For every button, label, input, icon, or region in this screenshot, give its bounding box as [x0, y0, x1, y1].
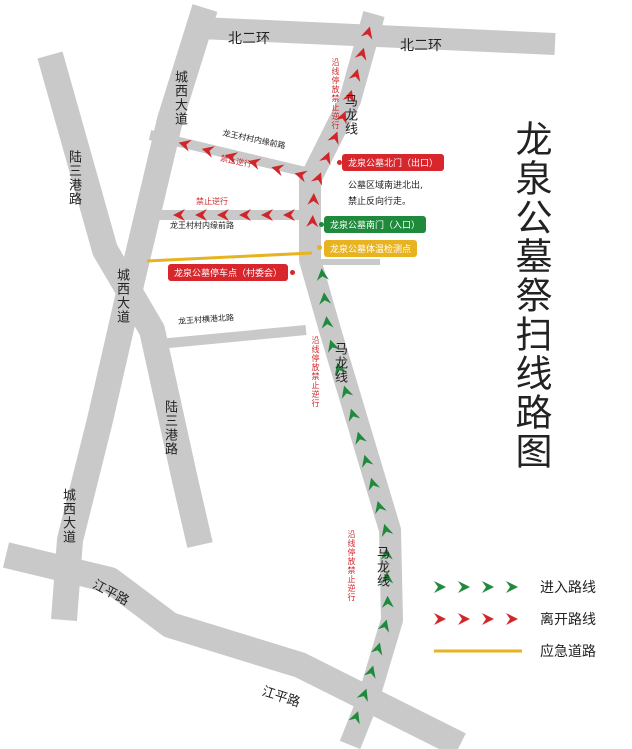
marker-checkpoint	[317, 245, 322, 250]
road-label-malong-mid: 马龙线	[332, 342, 347, 384]
enter-route-arrow	[348, 408, 361, 422]
leave-route-arrow	[294, 170, 308, 183]
map-title: 龙泉公墓祭扫线路图	[509, 120, 552, 471]
road-longwang-hengang	[147, 325, 307, 350]
enter-route-arrow	[381, 595, 394, 608]
marker-north-gate	[337, 160, 342, 165]
road-label-chengxi-bottom: 城西大道	[60, 488, 75, 544]
enter-route-arrow	[334, 362, 347, 376]
rule-text-1: 公墓区域南进北出,	[348, 181, 423, 191]
enter-route-arrow	[319, 292, 332, 305]
road-label-longwang-inner: 龙王村村内缘前路	[170, 221, 234, 230]
legend-leave-label: 离开路线	[540, 612, 596, 628]
enter-route-arrow	[341, 385, 354, 399]
enter-route-arrow	[381, 571, 394, 584]
road-label-beierhuan-left: 北二环	[228, 31, 270, 47]
legend-enter-label: 进入路线	[540, 580, 596, 596]
road-label-malong-bottom: 马龙线	[374, 546, 389, 588]
legend-emergency-line	[434, 649, 522, 653]
leave-route-arrow	[335, 111, 347, 125]
notice-no-parking-top: 沿线停放禁止逆行	[331, 58, 340, 130]
marker-south-gate	[319, 222, 324, 227]
rule-text-2: 禁止反向行走。	[348, 197, 412, 207]
road-label-beierhuan-right: 北二环	[400, 38, 442, 54]
road-label-chengxi-top: 城西大道	[172, 70, 187, 126]
tag-parking: 龙泉公墓停车点（村委会）	[168, 264, 289, 281]
enter-route-arrow	[381, 523, 394, 538]
leave-route-arrow	[319, 151, 331, 166]
leave-route-arrow	[271, 164, 285, 177]
road-label-chengxi-mid: 城西大道	[114, 268, 129, 324]
tag-north-gate: 龙泉公墓北门（出口）	[342, 154, 445, 171]
legend-emergency-label: 应急道路	[540, 644, 596, 660]
leave-route-arrow	[178, 139, 192, 152]
enter-route-arrow	[355, 431, 367, 445]
leave-route-arrow	[195, 209, 207, 221]
road-chengxi	[51, 4, 218, 621]
emergency-road	[146, 251, 313, 263]
notice-no-parking-bottom: 沿线停放禁止逆行	[347, 530, 356, 602]
leave-route-arrow	[173, 209, 185, 221]
legend-enter-arrows	[434, 581, 518, 593]
enter-route-arrow	[375, 500, 387, 515]
enter-route-arrow	[364, 665, 376, 679]
leave-route-arrow	[217, 209, 229, 221]
enter-route-arrow	[361, 454, 374, 468]
road-label-malong-top: 马龙线	[342, 94, 357, 136]
notice-no-reverse-2: 禁止逆行	[196, 197, 228, 206]
leave-route-arrow	[342, 90, 355, 104]
leave-route-arrow	[348, 68, 361, 83]
enter-route-arrow	[321, 316, 334, 329]
leave-route-arrow	[307, 193, 320, 206]
enter-route-arrow	[356, 688, 368, 702]
leave-route-arrow	[224, 152, 239, 164]
road-lusangang	[37, 51, 213, 548]
enter-route-arrow	[377, 619, 390, 633]
leave-route-arrow	[283, 209, 295, 221]
leave-route-arrow	[327, 131, 339, 145]
leave-route-arrow	[360, 26, 373, 40]
tag-south-gate: 龙泉公墓南门（入口）	[324, 216, 427, 233]
legend-emergency: 应急道路	[432, 641, 596, 661]
leave-route-arrow	[248, 158, 262, 170]
enter-route-arrow	[327, 339, 340, 353]
leave-route-arrow	[261, 209, 273, 221]
road-jiangping	[2, 542, 466, 749]
enter-route-arrow	[368, 477, 381, 491]
enter-route-arrow	[316, 268, 329, 281]
road-label-lusangang-mid: 陆三港路	[162, 400, 177, 456]
notice-no-parking-mid: 沿线停放禁止逆行	[311, 336, 320, 408]
legend-enter: 进入路线	[432, 577, 596, 597]
leave-route-arrow	[239, 209, 251, 221]
enter-route-arrow	[348, 711, 360, 725]
legend-leave: 离开路线	[432, 609, 596, 629]
enter-route-arrow	[380, 547, 393, 560]
leave-route-arrow	[354, 47, 367, 61]
tag-checkpoint: 龙泉公墓体温检测点	[324, 240, 418, 257]
legend-leave-arrows	[434, 613, 518, 625]
leave-route-arrow	[306, 215, 319, 228]
leave-route-arrow	[201, 146, 215, 158]
road-malong	[299, 11, 403, 749]
road-label-lusangang-left: 陆三港路	[66, 150, 81, 206]
leave-route-arrow	[311, 172, 323, 186]
enter-route-arrow	[370, 642, 383, 656]
marker-parking	[290, 270, 295, 275]
